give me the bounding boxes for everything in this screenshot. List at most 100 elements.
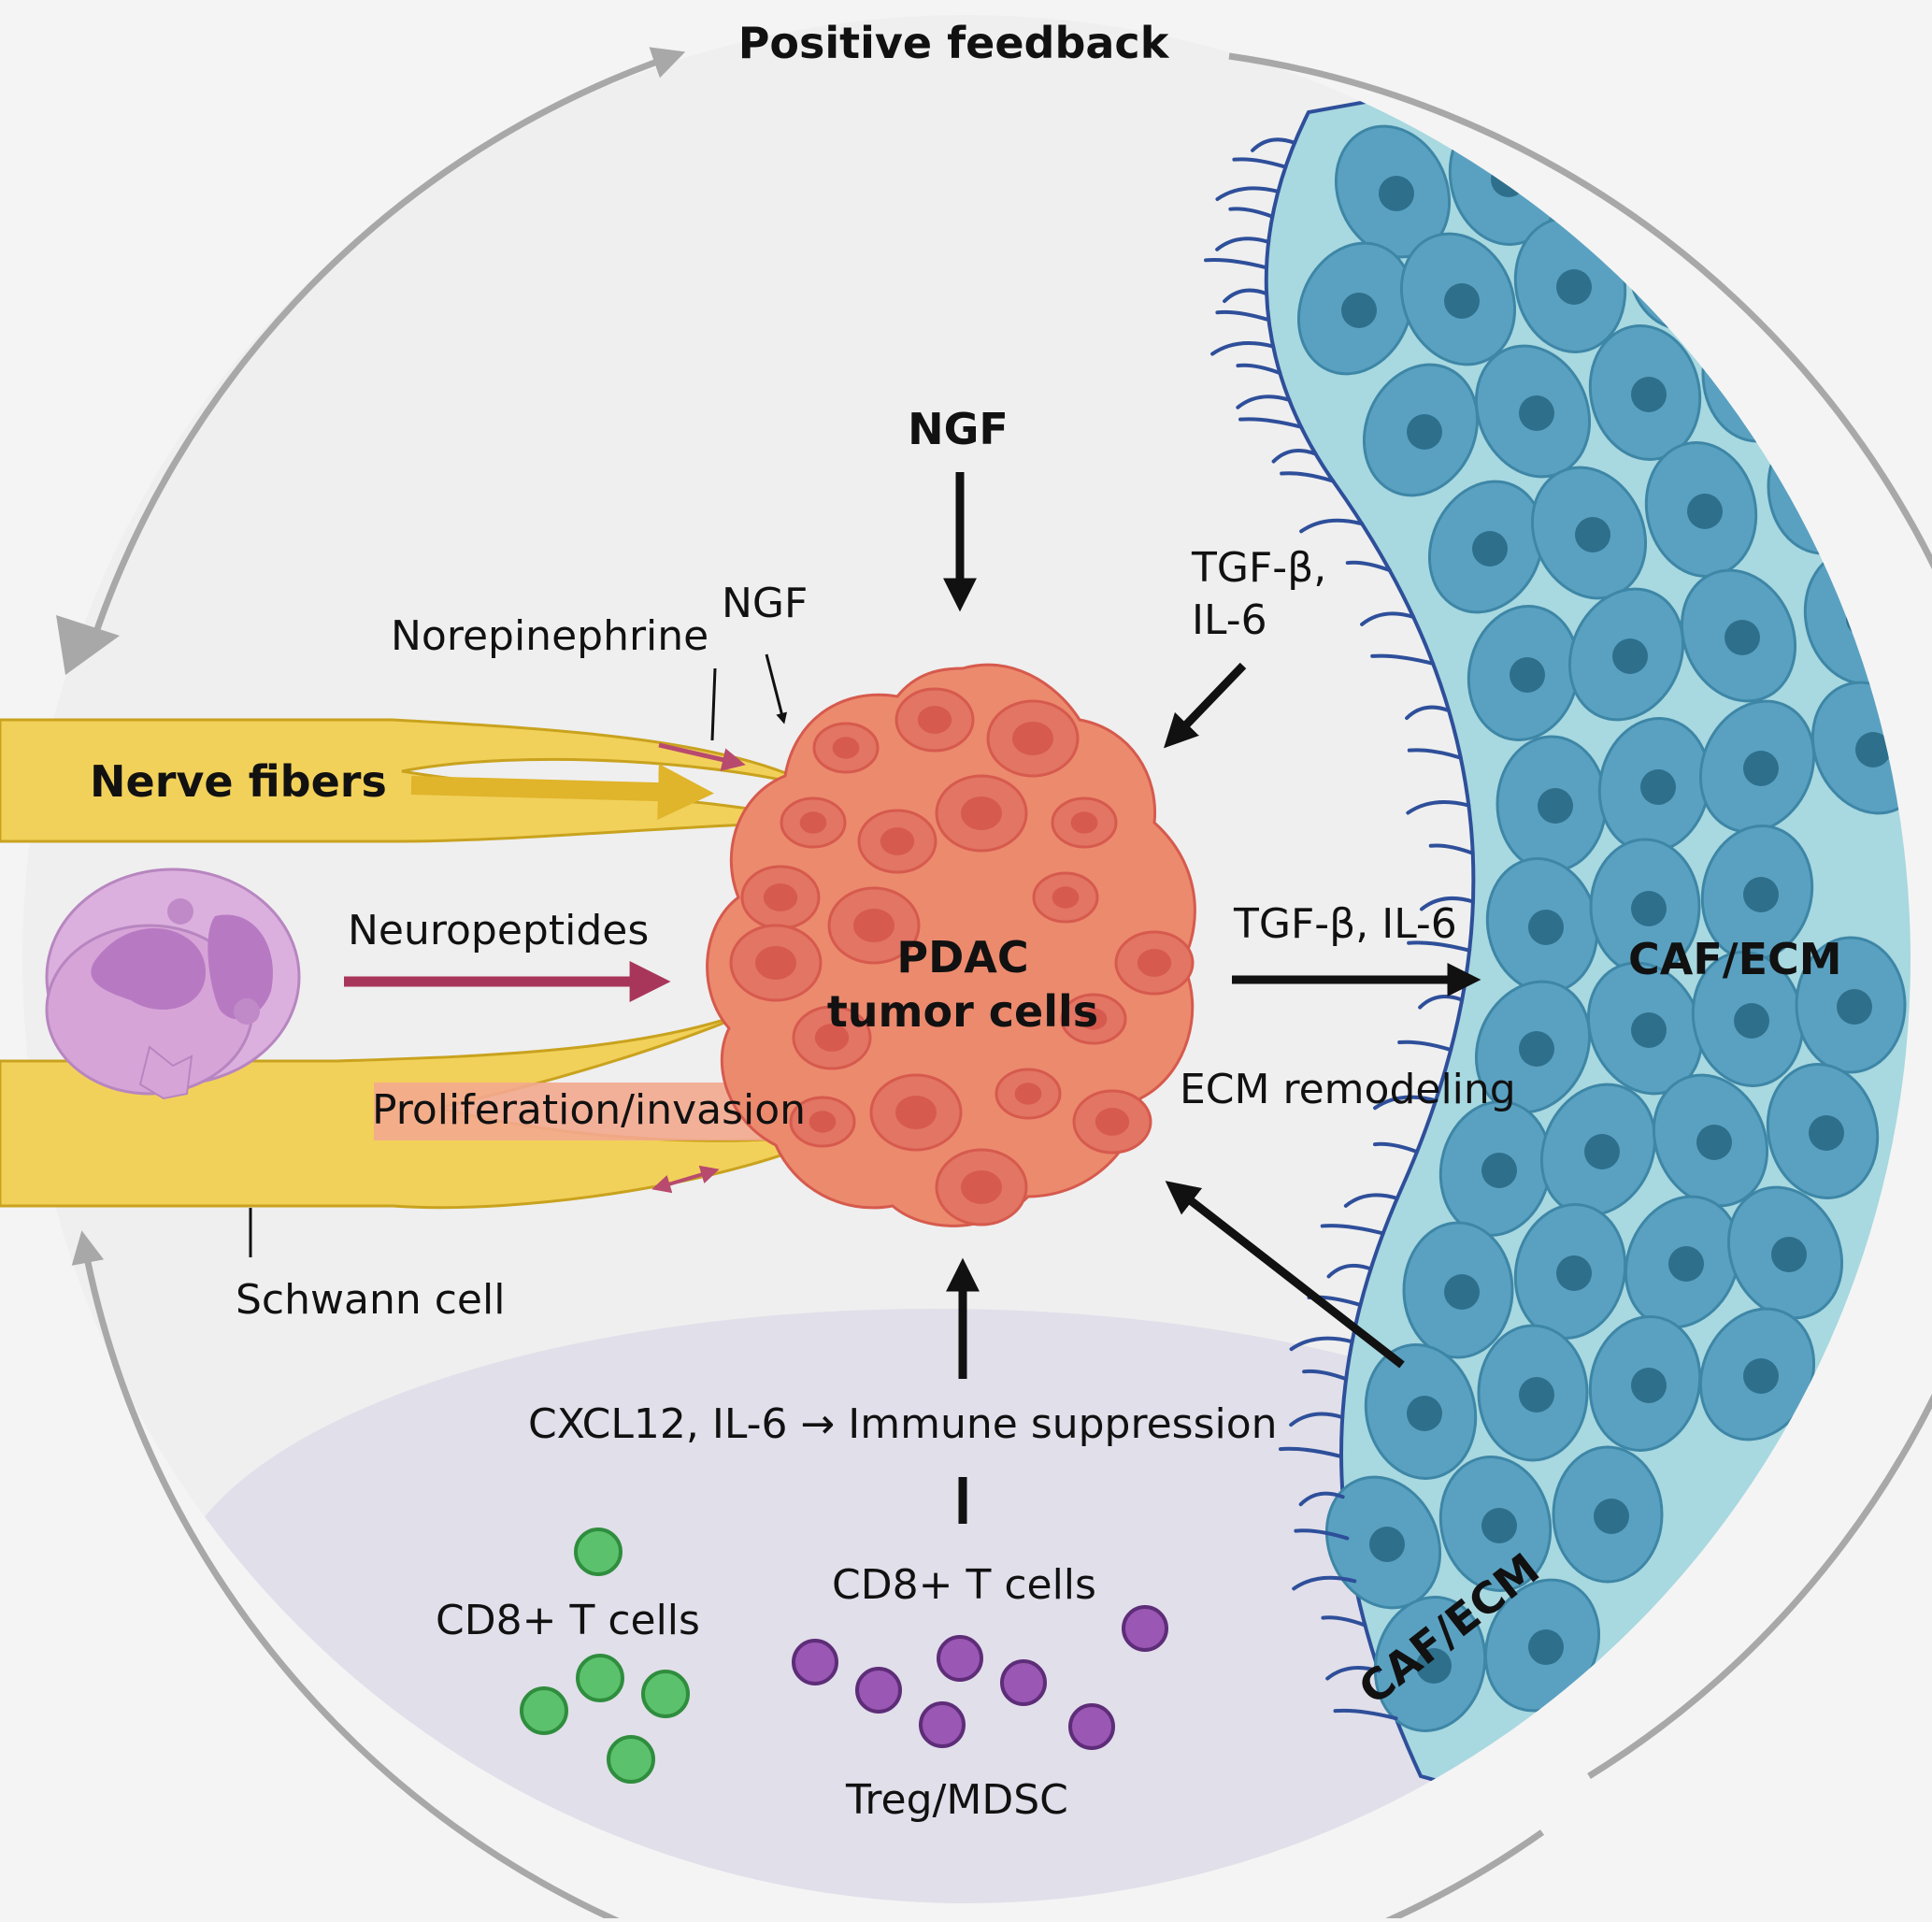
caf-hair [1407, 748, 1463, 760]
caf-hair [1428, 843, 1475, 855]
tgf-right-label: TGF-β, IL-6 [1233, 900, 1457, 948]
caf-hairs [1204, 137, 1475, 1721]
caf-cell [1698, 699, 1816, 834]
caf-cell-nucleus [1341, 293, 1377, 328]
caf-cell-nucleus [1771, 1237, 1807, 1272]
tumor-cell-nucleus [917, 706, 952, 734]
caf-hair [1406, 799, 1471, 815]
caf-cell [1334, 124, 1452, 259]
caf-hair [1271, 449, 1318, 464]
cd8-t-cell [574, 1528, 623, 1576]
caf-cell-nucleus [1481, 1508, 1517, 1543]
immune-suppression-label: CXCL12, IL-6 → Immune suppression [528, 1400, 1278, 1448]
caf-hair [1289, 1412, 1345, 1427]
caf-hair [1280, 471, 1336, 483]
tumor-cell-nucleus [814, 1024, 850, 1052]
neuropeptide-arrows [344, 742, 746, 1194]
caf-hair [1321, 1615, 1367, 1628]
caf-cell-nucleus [1444, 1274, 1480, 1310]
treg-mdsc-cell [1122, 1605, 1168, 1652]
caf-cell-nucleus [1631, 1012, 1667, 1048]
caf-cell-nucleus [1687, 494, 1723, 529]
caf-hair [1215, 237, 1271, 251]
tumor-cell-nucleus [1137, 949, 1172, 977]
caf-hair [1279, 1446, 1344, 1459]
caf-hair [1294, 1528, 1350, 1541]
caf-cell [1644, 441, 1758, 578]
neuropeptides-label: Neuropeptides [348, 907, 649, 954]
schwann-cell-label: Schwann cell [236, 1276, 505, 1324]
caf-hair [1333, 1708, 1398, 1721]
caf-hair [1236, 363, 1282, 376]
caf-hair [1418, 995, 1465, 1010]
nerve-fibers-label: Nerve fibers [90, 756, 387, 807]
tumor-cell-nucleus [880, 827, 915, 855]
caf-cell [1803, 296, 1911, 433]
positive-feedback-label: Positive feedback [738, 18, 1170, 68]
ecm-remodeling-label: ECM remodeling [1180, 1066, 1516, 1113]
tumor-cell-nucleus [799, 811, 827, 834]
caf-cell [1652, 1073, 1769, 1208]
caf-hair [1326, 1263, 1373, 1279]
treg-mdsc-cell [937, 1635, 983, 1682]
caf-return-arrow [1165, 1181, 1405, 1369]
positive-feedback-loop [56, 47, 1932, 1922]
caf-cell-nucleus [1519, 1031, 1554, 1067]
caf-cell-nucleus [1631, 377, 1667, 412]
caf-hair [1397, 1040, 1453, 1053]
proliferation-label: Proliferation/invasion [372, 1086, 806, 1134]
caf-cell-nucleus [1696, 1125, 1732, 1160]
caf-cell-nucleus [1519, 1377, 1554, 1413]
caf-cell-nucleus [1481, 1153, 1517, 1188]
caf-cell [1477, 1324, 1589, 1462]
caf-cell [1402, 1221, 1514, 1359]
caf-cell-nucleus [1743, 358, 1779, 394]
caf-cell-nucleus [1734, 124, 1769, 160]
caf-hair [1325, 1665, 1381, 1681]
caf-cell-nucleus [1538, 788, 1573, 824]
caf-cell [1552, 1445, 1664, 1584]
caf-cell [1747, 184, 1861, 321]
caf-cell-nucleus [1594, 1499, 1629, 1534]
caf-cell-nucleus [1743, 1358, 1779, 1394]
treg-mdsc-cell [1000, 1659, 1047, 1706]
tumor-cell-nucleus [961, 1170, 1002, 1204]
caf-cell-body [1803, 296, 1911, 433]
tumor-cell-nucleus [1052, 886, 1080, 909]
caf-cell-nucleus [1472, 531, 1508, 567]
caf-hair [1215, 309, 1271, 323]
caf-hair [1292, 1575, 1357, 1591]
caf-hair [1343, 1193, 1399, 1208]
tumor-cell-nucleus [853, 909, 894, 942]
caf-hair [1373, 1095, 1438, 1111]
caf-cell [1589, 838, 1701, 976]
caf-cell-nucleus [1734, 1003, 1769, 1039]
tumor-cell-nucleus [809, 1111, 837, 1133]
feedback-arrowhead-left [56, 615, 120, 675]
tumor-cell-nucleus [1014, 1083, 1042, 1105]
proliferation-band [374, 1083, 785, 1140]
caf-cell-nucleus [1631, 891, 1667, 926]
cd8-t-cell [520, 1686, 568, 1735]
caf-cell [1567, 587, 1685, 722]
treg-mdsc-cell [1068, 1703, 1115, 1750]
tumor-cell-nucleus [832, 737, 860, 759]
pointer-lines [249, 653, 788, 1257]
caf-hair [1405, 705, 1452, 721]
caf-hair [1345, 560, 1392, 573]
caf-hair [1370, 653, 1436, 666]
caf-cell [1438, 1456, 1553, 1592]
caf-cell-nucleus [1556, 1255, 1592, 1291]
caf-cell [1691, 72, 1805, 208]
caf-cell [1324, 1475, 1442, 1610]
ngf-top-label: NGF [908, 404, 1009, 454]
caf-cell [1586, 961, 1704, 1096]
cd8-cell-group [520, 1528, 690, 1784]
caf-hair [1210, 341, 1276, 356]
cd8-t-cell [641, 1670, 690, 1718]
caf-cell-nucleus [1846, 601, 1882, 637]
caf-cell [1496, 735, 1608, 873]
caf-hair [1299, 518, 1365, 534]
tumor-cell-nucleus [755, 946, 796, 980]
